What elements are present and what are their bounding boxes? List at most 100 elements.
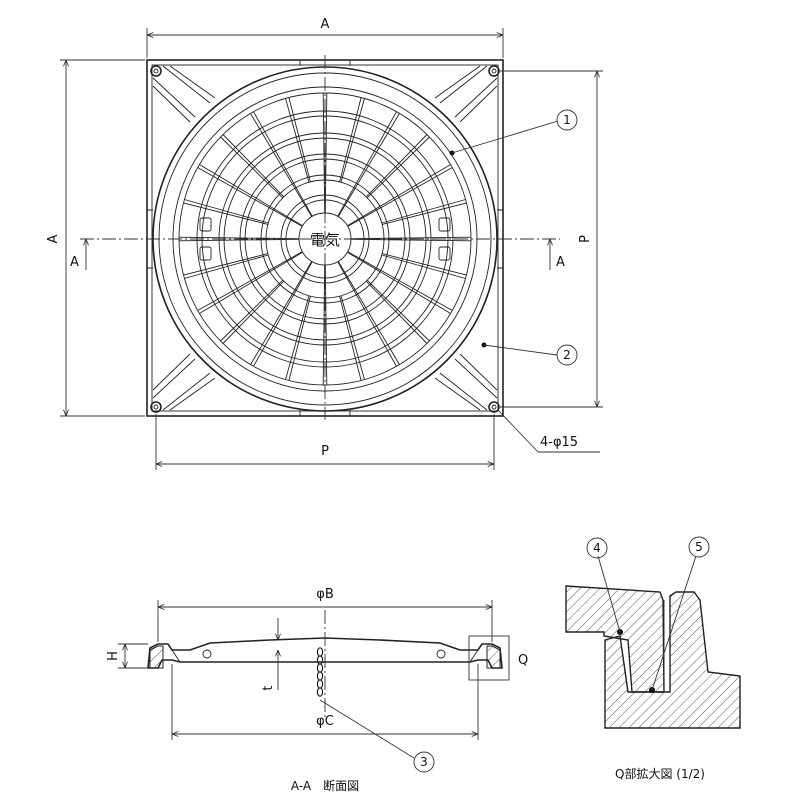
- grid-spoke: [339, 97, 362, 182]
- grid-spoke: [337, 261, 397, 367]
- grid-spoke: [222, 280, 285, 344]
- grid-spoke: [350, 236, 472, 240]
- grid-spoke: [288, 97, 311, 182]
- balloon-5: 5: [651, 536, 710, 691]
- svg-text:P: P: [321, 444, 329, 459]
- corner-holes: [150, 65, 500, 413]
- grid-spoke: [222, 134, 285, 198]
- grid-spoke: [178, 236, 300, 240]
- section-mark-left: A: [70, 239, 86, 270]
- dim-dia-c: φC: [171, 664, 479, 740]
- grid-spoke: [197, 251, 303, 311]
- svg-text:A: A: [46, 234, 61, 243]
- dim-h: H: [106, 643, 148, 669]
- grid-spoke: [324, 264, 328, 386]
- svg-text:3: 3: [420, 755, 428, 769]
- section-frame-left: [149, 645, 164, 669]
- svg-text:5: 5: [695, 540, 703, 554]
- grid-spoke: [381, 199, 466, 224]
- dim-height-a: A: [46, 59, 145, 417]
- grid-spoke: [285, 98, 310, 183]
- svg-text:1: 1: [563, 113, 571, 127]
- grid-spoke: [253, 261, 313, 367]
- grid-spoke: [253, 111, 313, 217]
- grid-spoke: [347, 251, 451, 314]
- grid-spoke: [339, 296, 362, 381]
- grid-spoke: [183, 253, 268, 276]
- balloon-3: 3: [319, 699, 435, 773]
- grid-spoke: [322, 264, 326, 386]
- svg-text:H: H: [106, 651, 121, 661]
- grid-spoke: [220, 279, 284, 342]
- grid-spoke: [250, 113, 313, 217]
- section-frame-right: [486, 645, 501, 669]
- grid-spoke: [382, 253, 467, 276]
- svg-text:4-φ15: 4-φ15: [540, 435, 578, 450]
- grid-spoke: [288, 296, 311, 381]
- grid-spoke: [285, 295, 310, 380]
- grid-spoke: [250, 261, 313, 365]
- hole-note: 4-φ15: [497, 409, 600, 453]
- chain-link: [316, 647, 324, 657]
- grid-spoke: [322, 92, 326, 214]
- grid-spoke: [199, 164, 303, 227]
- grid-spoke: [324, 92, 328, 214]
- grid-spoke: [347, 164, 451, 227]
- svg-text:P: P: [578, 235, 593, 243]
- detail-caption: Q部拡大図 (1/2): [615, 766, 705, 781]
- section-mark-right: A: [550, 239, 565, 270]
- dim-pitch-bottom: P: [155, 414, 495, 470]
- chain-link: [316, 663, 324, 673]
- grid-spoke: [178, 238, 300, 242]
- section-view: φB φC H t Q 3: [106, 587, 528, 793]
- dim-dia-b: φB: [157, 587, 493, 642]
- section-caption: A-A 断面図: [291, 778, 359, 793]
- grid-spoke: [337, 261, 400, 365]
- grid-spoke: [365, 134, 428, 198]
- chain-link: [316, 671, 324, 681]
- grid-spoke: [347, 167, 453, 227]
- grid-spoke: [183, 202, 268, 225]
- grid-spoke: [347, 251, 453, 311]
- grid-spoke: [184, 199, 269, 224]
- top-view: 電気 A A A A: [46, 17, 603, 470]
- detail-mark-q: Q: [468, 635, 528, 681]
- grid-spoke: [366, 136, 430, 199]
- frame-notches: [147, 60, 503, 416]
- corner-ribs: [152, 65, 498, 411]
- chain-link: [316, 687, 324, 697]
- grid-spoke: [199, 251, 303, 314]
- grid-spoke: [340, 98, 365, 183]
- grid-spoke: [365, 280, 428, 344]
- balloon-1: 1: [449, 109, 578, 156]
- chain-link: [316, 655, 324, 665]
- dim-width-a: A: [146, 17, 504, 58]
- svg-text:φC: φC: [316, 714, 334, 729]
- detail-view: 4 5 Q部拡大図 (1/2): [565, 536, 741, 781]
- dim-pitch-right: P: [500, 70, 603, 408]
- grid-spokes: [178, 92, 472, 386]
- svg-text:A: A: [321, 17, 330, 32]
- grid-spoke: [337, 111, 397, 217]
- section-cover-profile: [147, 637, 503, 669]
- dim-t: t: [261, 618, 278, 691]
- grid-spoke: [197, 167, 303, 227]
- grid-spoke: [340, 295, 365, 380]
- balloon-2: 2: [481, 342, 578, 366]
- grid-spoke: [184, 254, 269, 279]
- grid-spoke: [381, 254, 466, 279]
- grid-spoke: [220, 136, 284, 199]
- svg-text:2: 2: [563, 348, 571, 362]
- chain-link: [316, 679, 324, 689]
- grid-spoke: [337, 113, 400, 217]
- svg-text:A: A: [70, 255, 79, 270]
- section-chain: [316, 647, 324, 697]
- svg-text:t: t: [261, 685, 276, 690]
- grid-spoke: [382, 202, 467, 225]
- grid-spoke: [366, 279, 430, 342]
- svg-text:φB: φB: [316, 587, 334, 602]
- balloon-4: 4: [586, 537, 621, 633]
- grid-spoke: [350, 238, 472, 242]
- svg-text:4: 4: [593, 541, 601, 555]
